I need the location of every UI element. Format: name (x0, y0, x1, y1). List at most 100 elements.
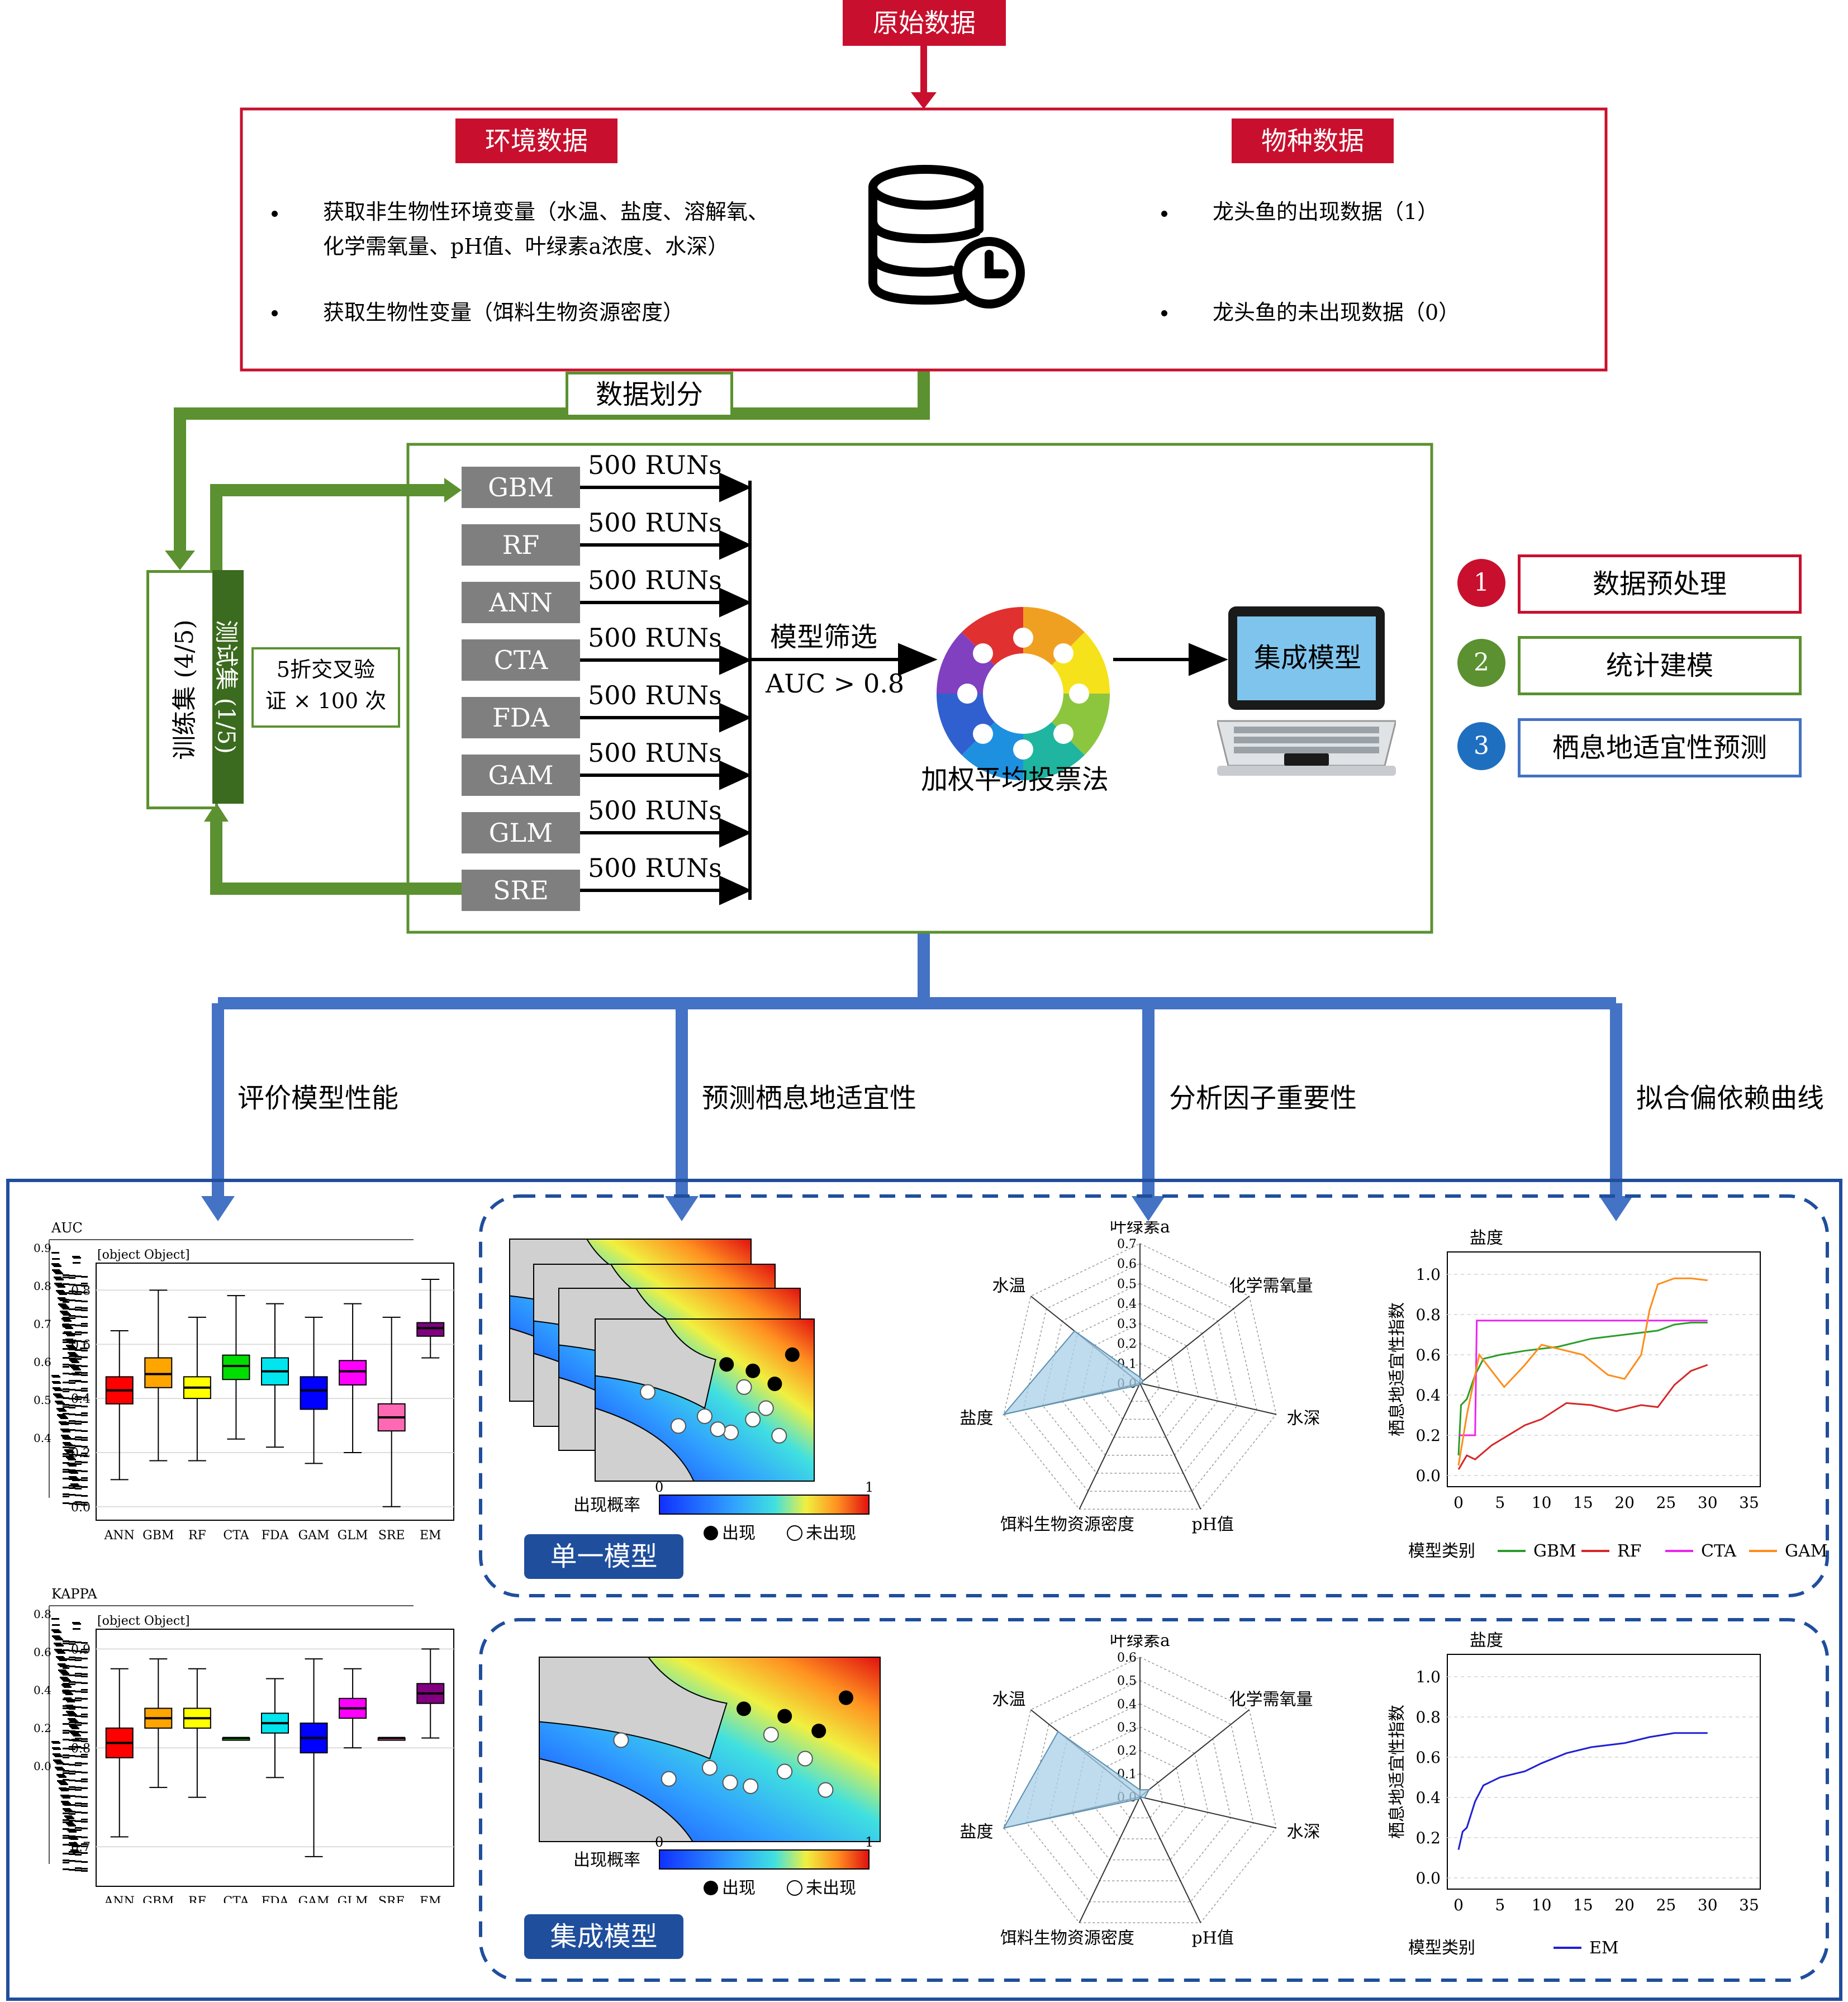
inner-scatter-mark (63, 1795, 69, 1796)
outer-scatter-mark (68, 1464, 75, 1465)
outer-scatter-mark (56, 1768, 64, 1769)
inner-scatter-mark (81, 1754, 88, 1756)
outer-scatter-mark (69, 1359, 77, 1361)
inner-scatter-mark (75, 1666, 82, 1668)
inner-scatter-mark (75, 1861, 82, 1862)
inner-scatter-mark (75, 1762, 82, 1764)
inner-scatter-mark (69, 1299, 75, 1301)
outer-scatter-mark (62, 1313, 70, 1315)
inner-scatter-mark (69, 1382, 75, 1384)
inner-scatter-mark (69, 1659, 75, 1661)
outer-scatter-mark (72, 1734, 80, 1735)
outer-scatter-mark (68, 1825, 76, 1827)
inner-scatter-mark (63, 1404, 69, 1406)
inner-scatter-mark (69, 1721, 75, 1723)
inner-scatter-mark (81, 1756, 88, 1758)
model-box-cta: CTA (462, 639, 580, 681)
x-tick-label: 25 (1656, 1896, 1676, 1914)
outer-scatter-mark (68, 1718, 75, 1720)
outer-scatter-mark (69, 1465, 77, 1467)
x-tick-label: 10 (1532, 1896, 1552, 1914)
outer-scatter-mark (69, 1725, 77, 1727)
outer-scatter-mark (69, 1831, 77, 1833)
outer-scatter-mark (57, 1291, 65, 1293)
inner-scatter-mark (81, 1365, 88, 1367)
inner-scatter-mark (75, 1854, 82, 1856)
inner-scatter-mark (69, 1835, 75, 1837)
inner-scatter-mark (81, 1747, 88, 1749)
outer-scatter-mark (68, 1830, 75, 1832)
inner-scatter-mark (81, 1658, 88, 1659)
inner-scatter-mark (75, 1870, 82, 1871)
outer-scatter-mark (70, 1731, 78, 1733)
outer-scatter-mark (58, 1409, 65, 1411)
outer-scatter-mark (66, 1457, 74, 1458)
inner-scatter-mark (69, 1771, 75, 1772)
inner-scatter-mark (63, 1859, 69, 1861)
outer-scatter-mark (55, 1389, 63, 1391)
prob-colorbar (659, 1495, 870, 1515)
outer-scatter-mark (70, 1360, 78, 1362)
radar-importance-area (1002, 1330, 1144, 1416)
inner-scatter-mark (75, 1495, 82, 1496)
outer-scatter-mark (70, 1483, 78, 1485)
radar-axis-label: 饵料生物资源密度 (1000, 1928, 1134, 1948)
inner-scatter-mark (69, 1699, 75, 1701)
outer-scatter-mark (56, 1408, 64, 1410)
inner-scatter-mark (69, 1315, 75, 1317)
inner-scatter-mark (69, 1844, 75, 1846)
inner-scatter-mark (75, 1700, 82, 1701)
inner-scatter-mark (75, 1642, 82, 1643)
outer-scatter-mark (64, 1815, 72, 1817)
inner-scatter-mark (69, 1380, 75, 1382)
inner-scatter-mark (75, 1657, 82, 1659)
inner-scatter-mark (75, 1349, 82, 1351)
inner-scatter-mark (81, 1731, 88, 1733)
outer-scatter-mark (56, 1651, 64, 1653)
absence-dot (797, 1750, 813, 1767)
radar-axis-label: 化学需氧量 (1229, 1690, 1313, 1709)
model-box-glm: GLM (462, 812, 580, 853)
outer-scatter-mark (58, 1781, 66, 1783)
outer-scatter-mark (56, 1763, 64, 1764)
legend-num-2: 2 (1457, 639, 1505, 687)
absence-dot (697, 1408, 712, 1424)
x-tick-label: 5 (1495, 1493, 1505, 1512)
inner-scatter-mark (63, 1723, 69, 1725)
outer-scatter-mark (53, 1759, 61, 1761)
outer-scatter-mark (73, 1735, 81, 1737)
x-tick-label: 15 (1573, 1896, 1593, 1914)
runs-label: 500 RUNs (588, 853, 722, 883)
outer-scatter-mark (69, 1476, 77, 1478)
model-box-gam: GAM (462, 755, 580, 796)
inner-scatter-mark (81, 1439, 88, 1441)
absence-legend-dot (787, 1880, 802, 1896)
outer-scatter-mark (57, 1403, 65, 1405)
radar-axis-label: 盐度 (960, 1822, 994, 1842)
inner-scatter-mark (69, 1780, 75, 1781)
outer-scatter-mark (56, 1290, 64, 1292)
cv-line2: 证 × 100 次 (265, 689, 387, 713)
inner-scatter-mark (69, 1820, 75, 1821)
model-filter-title: 模型筛选 (770, 622, 878, 653)
presence-legend-label: 出现 (722, 1524, 756, 1543)
inner-scatter-mark (63, 1692, 69, 1693)
inner-scatter-mark (69, 1860, 75, 1862)
inner-scatter-mark (69, 1407, 75, 1408)
outer-scatter-mark (58, 1297, 65, 1299)
radar-axis-label: pH值 (1191, 1515, 1233, 1534)
radar-tick-label: 0.2 (1117, 1337, 1137, 1351)
inner-scatter-mark (81, 1642, 88, 1644)
inner-scatter-mark (69, 1690, 75, 1692)
inner-scatter-mark (75, 1488, 82, 1489)
y-tick-label: 0.8 (1415, 1306, 1441, 1324)
inner-scatter-mark (81, 1316, 88, 1318)
runs-label: 500 RUNs (588, 623, 722, 653)
inner-scatter-mark (69, 1708, 75, 1710)
outer-scatter-mark (51, 1741, 59, 1743)
outer-scatter-mark (70, 1477, 78, 1479)
x-tick-label: 10 (1532, 1493, 1552, 1512)
radar-tick-label: 0.2 (1117, 1744, 1137, 1758)
inner-scatter-mark (75, 1722, 82, 1724)
radar-tick-label: 0.5 (1117, 1674, 1137, 1688)
